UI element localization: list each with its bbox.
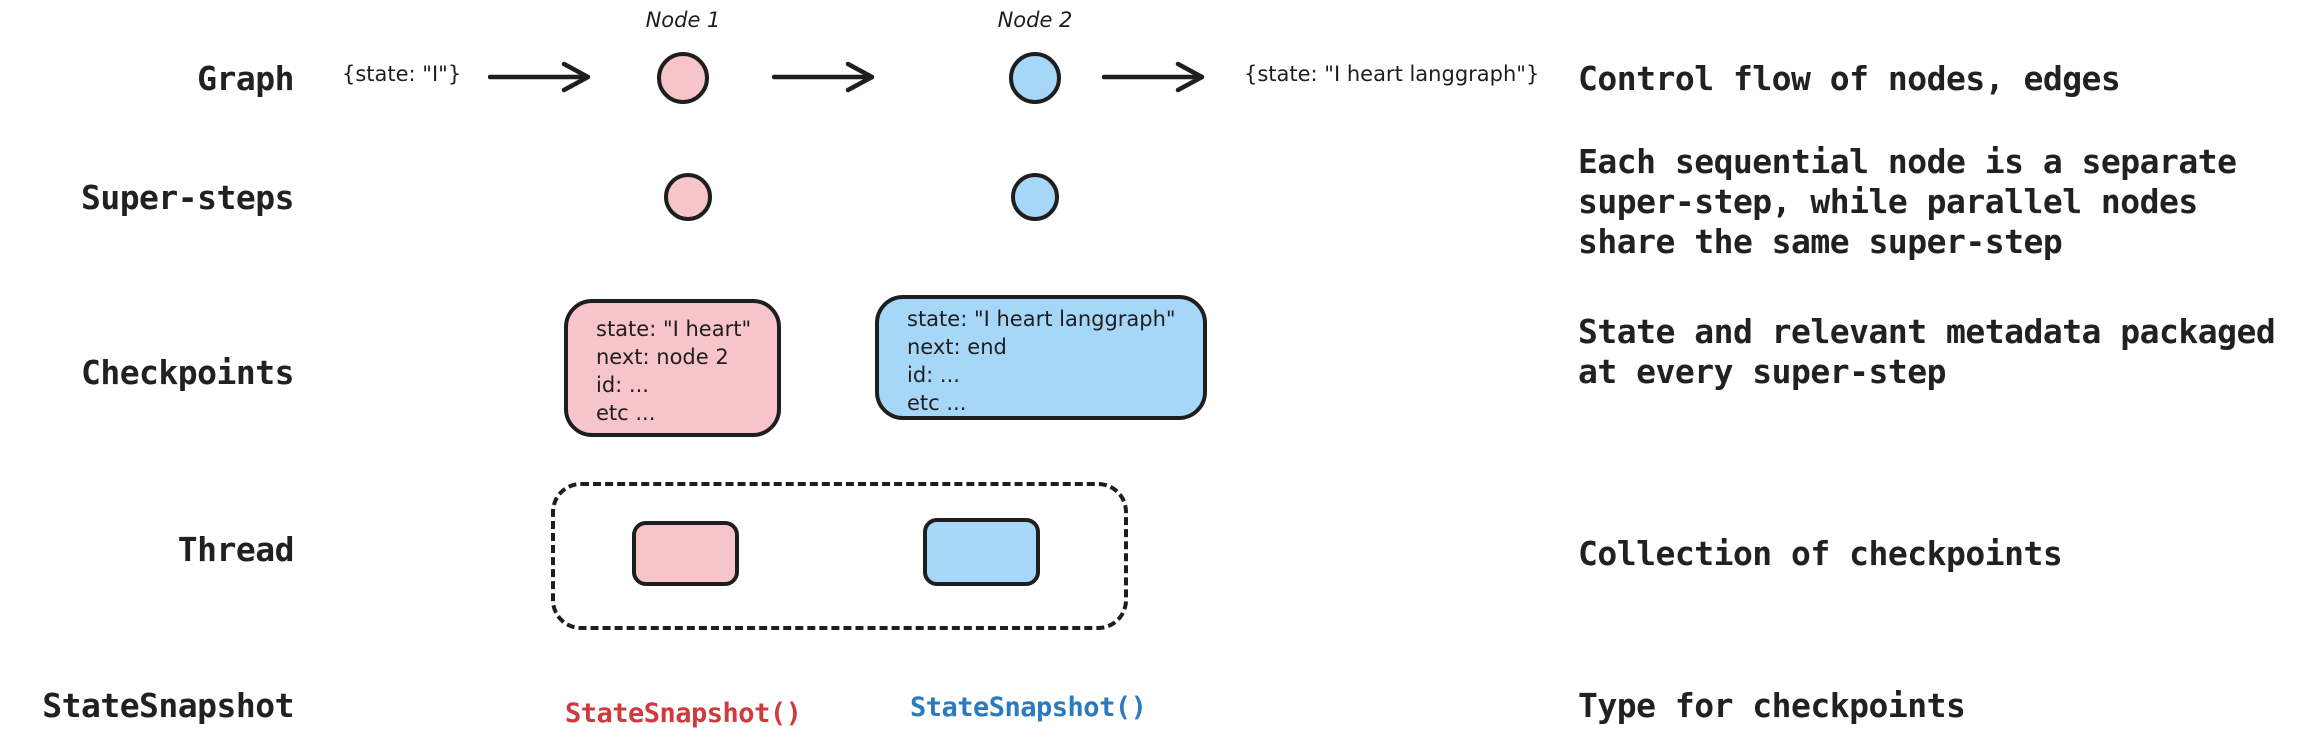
row-label-statesnapshot: StateSnapshot — [42, 686, 294, 725]
checkpoint-line: etc ... — [907, 391, 967, 415]
description-line: at every super-step — [1578, 352, 1947, 391]
checkpoint-line: next: end — [907, 335, 1007, 359]
statesnapshot-node2-code: StateSnapshot() — [910, 692, 1147, 723]
flow-arrow-icon — [488, 61, 591, 93]
node1-title: Node 1 — [645, 8, 721, 32]
thread-checkpoint1-box — [632, 521, 739, 586]
description-line: Each sequential node is a separate — [1578, 142, 2237, 181]
node2-circle — [1009, 52, 1061, 104]
input-state-annotation: {state: "I"} — [342, 62, 462, 86]
checkpoint-line: next: node 2 — [596, 345, 729, 369]
statesnapshot-node1-code: StateSnapshot() — [565, 698, 802, 729]
row-label-super-steps: Super-steps — [80, 178, 295, 217]
checkpoint-line: etc ... — [596, 401, 656, 425]
description-line: Type for checkpoints — [1578, 686, 1966, 725]
super-step-node1-circle — [664, 173, 712, 221]
flow-arrow-icon — [1102, 61, 1205, 93]
description-line: Collection of checkpoints — [1578, 534, 2063, 573]
checkpoint-line: state: "I heart" — [596, 317, 752, 341]
description-super-steps: Each sequential node is a separate super… — [1578, 142, 2237, 262]
row-label-checkpoints: Checkpoints — [80, 353, 295, 392]
description-line: State and relevant metadata packaged — [1578, 312, 2276, 351]
output-state-annotation: {state: "I heart langgraph"} — [1244, 62, 1540, 86]
description-line: Control flow of nodes, edges — [1578, 59, 2121, 98]
checkpoint-line: state: "I heart langgraph" — [907, 307, 1176, 331]
description-line: share the same super-step — [1578, 222, 2063, 261]
description-graph: Control flow of nodes, edges — [1578, 59, 2121, 99]
row-label-thread: Thread — [177, 530, 295, 569]
node2-title: Node 2 — [997, 8, 1073, 32]
row-label-graph: Graph — [197, 59, 294, 98]
flow-arrow-icon — [772, 61, 875, 93]
description-checkpoints: State and relevant metadata packaged at … — [1578, 312, 2276, 392]
checkpoint-node2-box: state: "I heart langgraph" next: end id:… — [875, 295, 1207, 420]
node1-circle — [657, 52, 709, 104]
description-statesnapshot: Type for checkpoints — [1578, 686, 1966, 726]
description-thread: Collection of checkpoints — [1578, 534, 2063, 574]
checkpoint-line: id: ... — [596, 373, 649, 397]
super-step-node2-circle — [1011, 173, 1059, 221]
thread-checkpoint2-box — [923, 518, 1040, 586]
checkpoint-line: id: ... — [907, 363, 960, 387]
description-line: super-step, while parallel nodes — [1578, 182, 2198, 221]
checkpoint-node1-box: state: "I heart" next: node 2 id: ... et… — [564, 299, 781, 437]
thread-container-box — [551, 482, 1128, 630]
